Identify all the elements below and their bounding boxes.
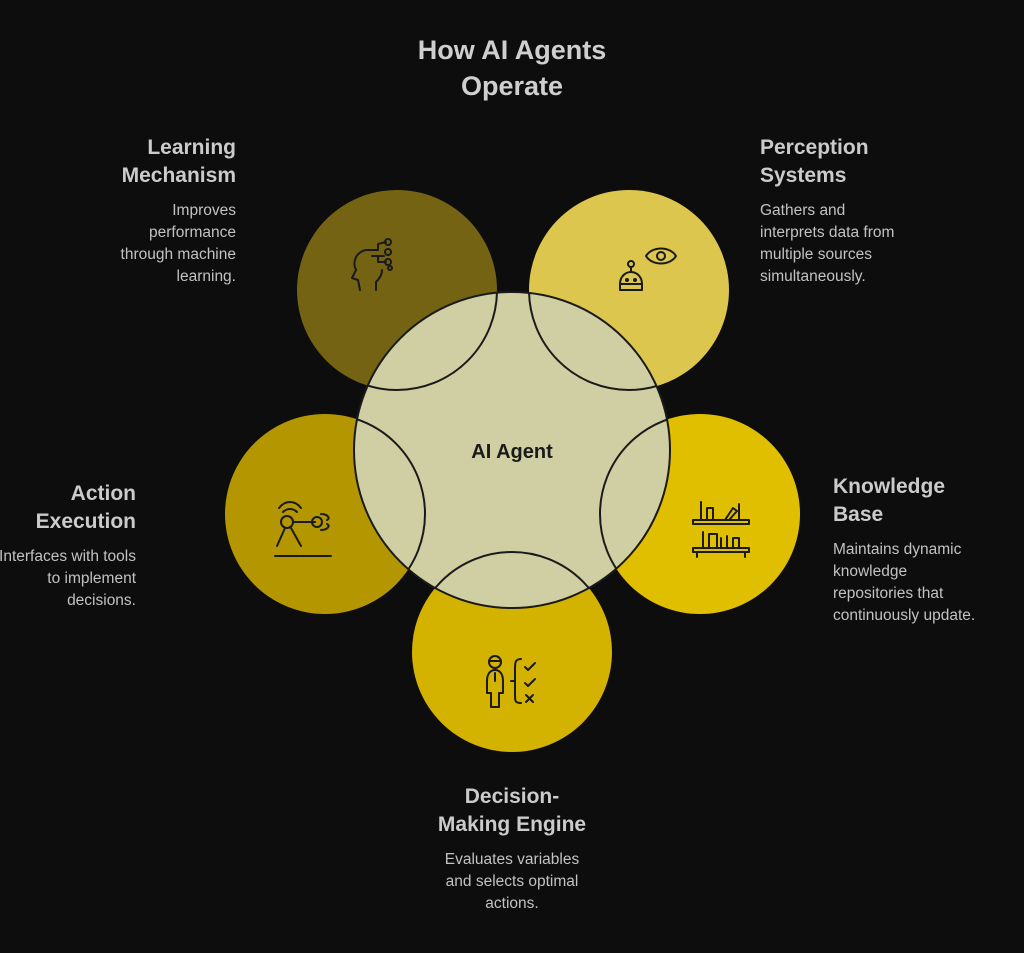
- decision-text: Decision- Making Engine Evaluates variabl…: [362, 783, 662, 915]
- brain-circuit-icon: [351, 238, 393, 291]
- decision-desc: and selects optimal: [445, 873, 579, 890]
- diagram-title: How AI Agents Operate: [0, 32, 1024, 104]
- decision-title: Making Engine: [437, 813, 587, 836]
- person-checklist-icon: [486, 655, 536, 708]
- learning-desc: performance: [148, 224, 236, 241]
- knowledge-desc: continuously update.: [833, 607, 976, 624]
- robotic-arm-icon: [274, 501, 332, 557]
- learning-desc: through machine: [120, 246, 236, 263]
- decision-desc: Evaluates variables: [444, 851, 580, 868]
- perception-desc: simultaneously.: [760, 268, 866, 285]
- decision-desc: actions.: [485, 895, 539, 912]
- perception-desc: multiple sources: [760, 246, 872, 263]
- knowledge-desc: Maintains dynamic: [833, 541, 962, 558]
- center-circle: [353, 291, 671, 609]
- perception-title: Perception: [760, 136, 869, 159]
- action-desc: to implement: [47, 570, 136, 587]
- learning-desc: Improves: [172, 202, 236, 219]
- learning-desc: learning.: [176, 268, 236, 285]
- perception-title: Systems: [760, 164, 847, 187]
- knowledge-desc: knowledge: [833, 563, 908, 580]
- knowledge-title: Base: [833, 503, 884, 526]
- knowledge-desc: repositories that: [833, 585, 944, 602]
- decision-circle: [412, 552, 612, 752]
- learning-title: Learning: [147, 136, 236, 159]
- action-title: Action: [70, 482, 136, 505]
- center-label: AI Agent: [471, 441, 553, 463]
- knowledge-title: Knowledge: [833, 475, 946, 498]
- action-desc: Interfaces with tools: [0, 548, 136, 565]
- robot-eye-icon: [619, 247, 677, 291]
- overlap-arcs: [354, 292, 670, 608]
- action-desc: decisions.: [67, 592, 136, 609]
- action-title: Execution: [35, 510, 136, 533]
- decision-title: Decision-: [464, 785, 560, 808]
- title-line: Operate: [460, 71, 564, 101]
- perception-desc: Gathers and: [760, 202, 846, 219]
- title-line: How AI Agents: [417, 35, 607, 65]
- perception-desc: interprets data from: [760, 224, 895, 241]
- learning-title: Mechanism: [121, 164, 236, 187]
- bookshelf-icon: [692, 501, 750, 558]
